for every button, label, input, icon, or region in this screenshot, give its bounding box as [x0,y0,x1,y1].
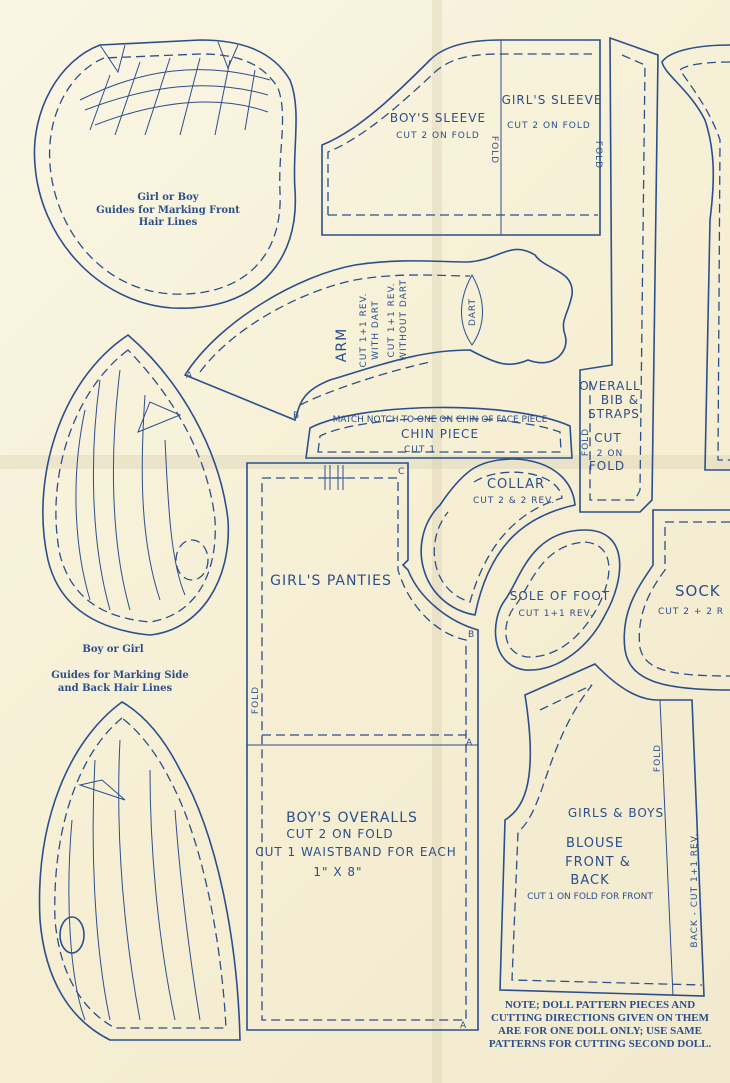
arm-mark-a: A [186,371,193,381]
girls-sleeve-title: GIRL'S SLEEVE [502,93,603,107]
chin-cut: CUT 1 [404,445,436,455]
blouse-back-cut: BACK - CUT 1+1 REV. [690,832,700,947]
panties-overalls-piece: GIRL'S PANTIES FOLD C B A BOY'S OVERALLS… [246,462,479,1031]
bib-line1: OVERALL [579,379,640,393]
note-line1: NOTE; DOLL PATTERN PIECES AND [505,999,695,1011]
overalls-cut2: CUT 1 WAISTBAND FOR EACH [255,845,457,859]
panties-title: GIRL'S PANTIES [270,573,392,589]
bib-fold: FOLD [581,428,591,456]
collar-cut: CUT 2 & 2 REV. [473,496,555,506]
note-line4: PATTERNS FOR CUTTING SECOND DOLL. [489,1038,712,1050]
boys-sleeve-fold: FOLD [489,136,499,164]
side-guide-line3: and Back Hair Lines [58,683,173,694]
arm-mark-b: B [293,411,300,421]
blouse-line4: BACK [570,873,609,888]
note-line3: ARE FOR ONE DOLL ONLY; USE SAME [498,1025,702,1037]
panties-mark-b: B [468,630,475,640]
girls-sleeve-fold: FOLD [593,141,603,169]
arm-cut1b: WITH DART [371,300,381,360]
chin-piece: MATCH NOTCH TO ONE ON CHIN OF FACE PIECE… [305,406,573,459]
sleeve-piece: BOY'S SLEEVE CUT 2 ON FOLD FOLD GIRL'S S… [321,39,603,236]
bib-cut3: FOLD [589,459,625,473]
arm-dart-label: DART [468,298,478,326]
blouse-cut: CUT 1 ON FOLD FOR FRONT [527,892,653,902]
partial-body-piece [661,44,730,471]
arm-cut2b: WITHOUT DART [399,279,409,361]
front-hair-guide-piece: Girl or Boy Guides for Marking Front Hai… [33,39,297,309]
bib-cut2: 2 ON [597,449,623,459]
girls-sleeve-cut: CUT 2 ON FOLD [507,121,591,131]
overall-bib-piece: OVERALL BIB & STRAPS CUT 2 ON FOLD FOLD [579,36,659,513]
overalls-size: 1" X 8" [313,865,362,879]
overalls-title: BOY'S OVERALLS [286,810,418,826]
blouse-piece: GIRLS & BOYS BLOUSE FRONT & BACK CUT 1 O… [499,663,705,997]
panties-fold: FOLD [251,686,261,714]
bib-line3: STRAPS [588,407,640,421]
side-guide-line2: Guides for Marking Side [51,670,188,681]
front-guide-line3: Hair Lines [139,217,198,228]
overalls-cut1: CUT 2 ON FOLD [286,827,393,841]
cutting-note: NOTE; DOLL PATTERN PIECES AND CUTTING DI… [489,999,712,1050]
chin-title: CHIN PIECE [401,427,479,441]
panties-mark-a: A [466,738,473,748]
arm-cut1: CUT 1+1 REV. [359,293,369,368]
side-guide-line1: Boy or Girl [82,644,143,655]
boys-sleeve-title: BOY'S SLEEVE [390,111,486,125]
arm-piece: DART ARM CUT 1+1 REV. WITH DART CUT 1+1 … [183,248,573,422]
blouse-line3: FRONT & [565,855,631,870]
bib-line2: BIB & [601,393,639,407]
arm-cut2: CUT 1+1 REV. [387,283,397,358]
chin-match-text: MATCH NOTCH TO ONE ON CHIN OF FACE PIECE [333,415,548,425]
collar-title: COLLAR [487,477,545,492]
blouse-fold: FOLD [653,744,663,772]
sole-of-foot-piece: SOLE OF FOOT CUT 1+1 REV. [494,529,621,671]
boys-sleeve-cut: CUT 2 ON FOLD [396,131,480,141]
panties-mark-c: C [398,467,405,477]
note-line2: CUTTING DIRECTIONS GIVEN ON THEM [491,1012,710,1024]
sole-title: SOLE OF FOOT [510,589,610,603]
blouse-line1: GIRLS & BOYS [568,806,664,820]
bib-cut1: CUT [594,431,622,445]
sock-title: SOCK [675,582,721,600]
overalls-mark-a: A [460,1021,467,1031]
arm-title: ARM [334,328,350,362]
side-hair-guide-piece: Boy or Girl Guides for Marking Side and … [42,333,230,694]
fold-crease [432,0,442,1083]
sock-cut: CUT 2 + 2 R [658,607,724,617]
back-hair-guide-piece [38,701,241,1041]
sole-cut: CUT 1+1 REV. [519,609,594,619]
collar-piece: COLLAR CUT 2 & 2 REV. [420,458,576,616]
blouse-line2: BLOUSE [566,836,624,851]
sock-piece: SOCK CUT 2 + 2 R [623,509,730,691]
front-guide-line2: Guides for Marking Front [96,205,240,216]
front-guide-line1: Girl or Boy [137,192,199,203]
